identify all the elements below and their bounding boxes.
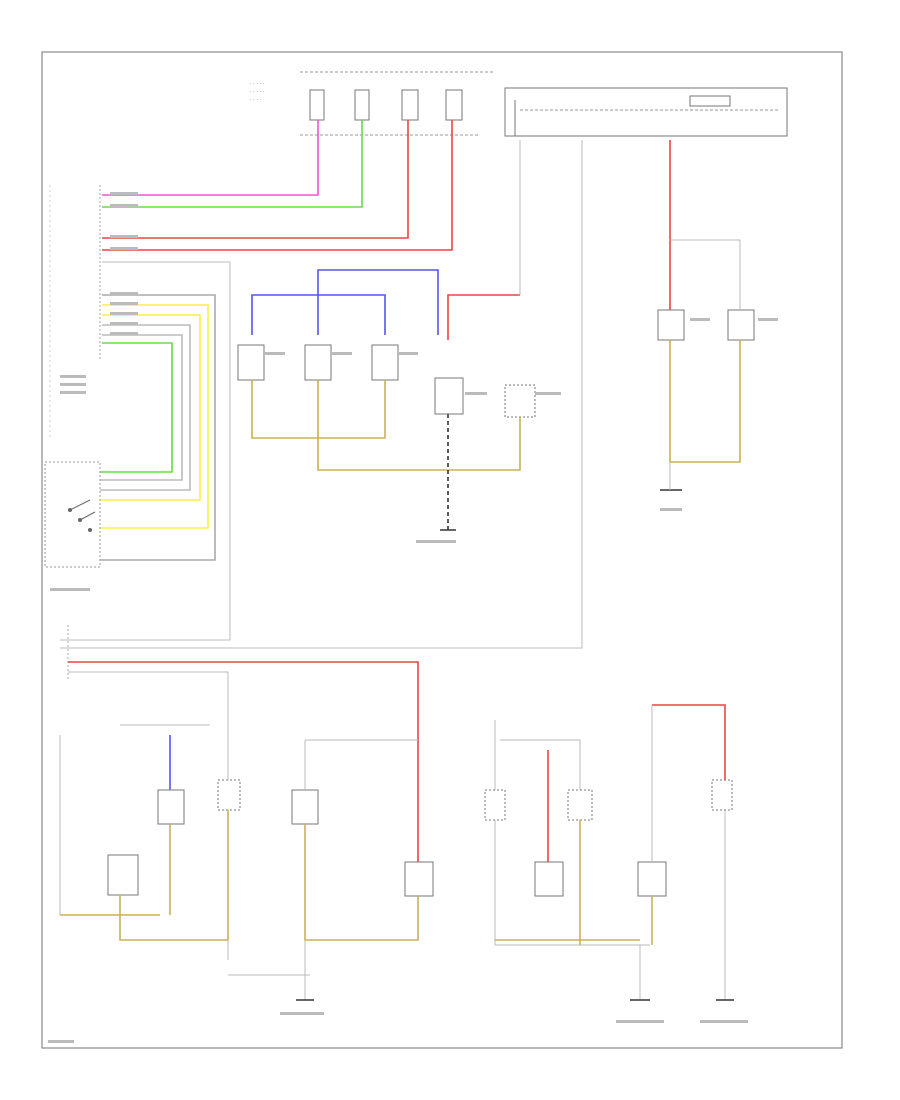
wire-pink [102, 120, 319, 196]
module-top-right [504, 87, 788, 137]
wire-blue-2 [317, 269, 439, 335]
switch-bundle [100, 294, 216, 561]
lamp-lower-4 [291, 789, 319, 825]
diagram-frame [41, 51, 843, 1049]
switch-lower-right-1 [484, 789, 506, 821]
wire-red-center [447, 294, 520, 340]
wire-red-1 [102, 120, 409, 239]
lamp-right-2 [727, 309, 755, 341]
illegible-labels [48, 192, 778, 1043]
lamp-center-3 [371, 344, 399, 381]
lamp-lower-1 [107, 854, 139, 896]
wire-red-2 [102, 120, 453, 251]
wire-gray-1 [60, 261, 231, 641]
fuse-block-top: · · · · · · · · · · · · · · [250, 71, 495, 136]
svg-text:· · · ·: · · · · [250, 97, 262, 103]
harness-connector-left [49, 185, 101, 440]
lamp-center-1 [237, 344, 265, 381]
lamp-lower-right-2 [567, 789, 593, 821]
wire-green [102, 120, 363, 208]
svg-text:· · · · ·: · · · · · [250, 89, 265, 95]
switch-center-5 [504, 384, 536, 418]
lamp-center-4 [434, 377, 464, 415]
switch-lower-right-4 [637, 861, 667, 897]
lamp-lower-right-5 [711, 779, 733, 811]
lamp-lower-2 [157, 789, 185, 825]
switch-lower-3 [217, 779, 241, 811]
light-switch [44, 461, 101, 568]
lamp-right-1 [657, 309, 685, 341]
svg-text:· · · · ·: · · · · · [250, 81, 265, 87]
switch-lower-right-3 [534, 861, 564, 897]
lamp-center-2 [304, 344, 332, 381]
switch-lower-5 [404, 861, 434, 897]
